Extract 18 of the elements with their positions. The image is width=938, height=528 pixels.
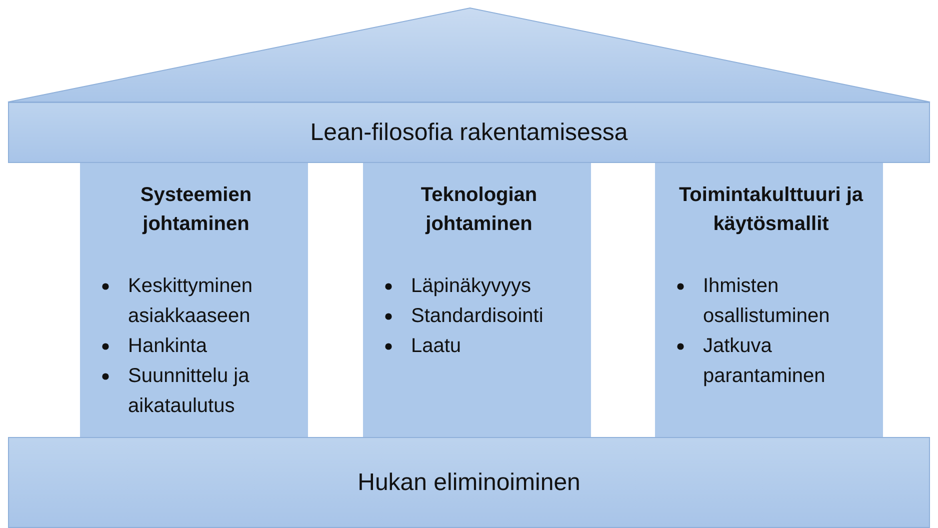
bullet-item: Keskittyminen asiakkaaseen: [128, 275, 252, 327]
bullet-item: Hankinta: [128, 335, 207, 357]
bullet-item: Läpinäkyvyys: [411, 275, 532, 297]
foundation-band: [8, 437, 930, 528]
bullet-item: Laatu: [411, 335, 462, 357]
band-title: Hukan eliminoiminen: [358, 468, 580, 496]
pillar-heading: Systeemien johtaminen: [139, 183, 253, 237]
beam-band: [8, 102, 930, 163]
pillar-panel: [363, 163, 591, 437]
pillar-heading: Teknologian johtaminen: [420, 183, 538, 237]
pillar-panel: [80, 163, 308, 437]
pillar-heading: Toimintakulttuuri ja käytösmallit: [678, 183, 864, 237]
bullet-item: Ihmisten osallistuminen: [703, 275, 830, 327]
bullet-item: Standardisointi: [411, 305, 544, 327]
bullet-item: Suunnittelu ja aikataulutus: [128, 365, 250, 417]
bullet-item: Jatkuva parantaminen: [703, 335, 826, 387]
band-title: Lean-filosofia rakentamisessa: [310, 118, 628, 146]
pillar-panel: [655, 163, 883, 437]
